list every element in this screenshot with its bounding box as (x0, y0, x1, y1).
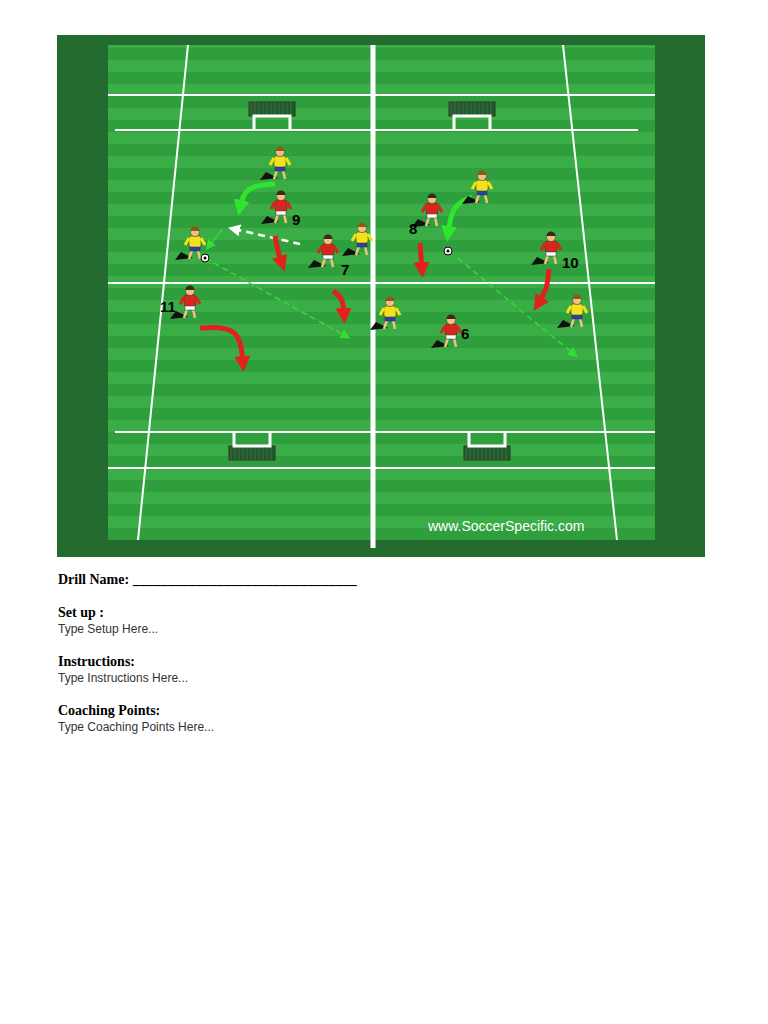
run-arrow (538, 269, 549, 304)
red-player (431, 315, 461, 348)
form-field: Drill Name: ____________________________… (58, 572, 357, 587)
watermark: www.SoccerSpecific.com (428, 519, 584, 534)
placeholder-text: Type Coaching Points Here... (58, 721, 214, 734)
section-heading: Set up : (58, 605, 104, 620)
run-arrow (209, 230, 222, 246)
run-arrow (200, 327, 243, 364)
callout-number: 11 (160, 299, 176, 316)
pass-arrow (234, 229, 300, 244)
run-arrow (275, 236, 282, 264)
ball (444, 247, 452, 255)
callout-number: 9 (292, 212, 300, 229)
yellow-player (342, 223, 372, 256)
placeholder-text: Type Setup Here... (58, 623, 158, 636)
goal (229, 431, 275, 460)
pitch-lines (108, 45, 655, 548)
goal (464, 431, 510, 460)
yellow-player (370, 297, 400, 330)
run-arrow (420, 243, 422, 270)
red-player (308, 235, 338, 269)
pass-arrow (458, 258, 574, 354)
section-heading: Instructions: (58, 654, 135, 669)
red-player (261, 191, 291, 225)
callout-number: 6 (461, 326, 469, 343)
goal (249, 102, 295, 131)
yellow-player (557, 295, 587, 329)
pitch (108, 45, 655, 540)
yellow-player (462, 171, 492, 205)
section-heading: Coaching Points: (58, 703, 160, 718)
placeholder-text: Type Instructions Here... (58, 672, 188, 685)
ball (201, 254, 209, 262)
run-arrow (240, 184, 275, 208)
callout-number: 8 (409, 221, 417, 238)
callout-number: 7 (341, 262, 349, 279)
run-arrow (333, 291, 344, 316)
callout-number: 10 (562, 255, 579, 272)
red-player (531, 232, 561, 265)
yellow-player (175, 227, 205, 261)
goal (449, 102, 495, 131)
pass-arrow (205, 258, 346, 336)
yellow-player (260, 147, 290, 181)
outer-ground (57, 35, 705, 557)
